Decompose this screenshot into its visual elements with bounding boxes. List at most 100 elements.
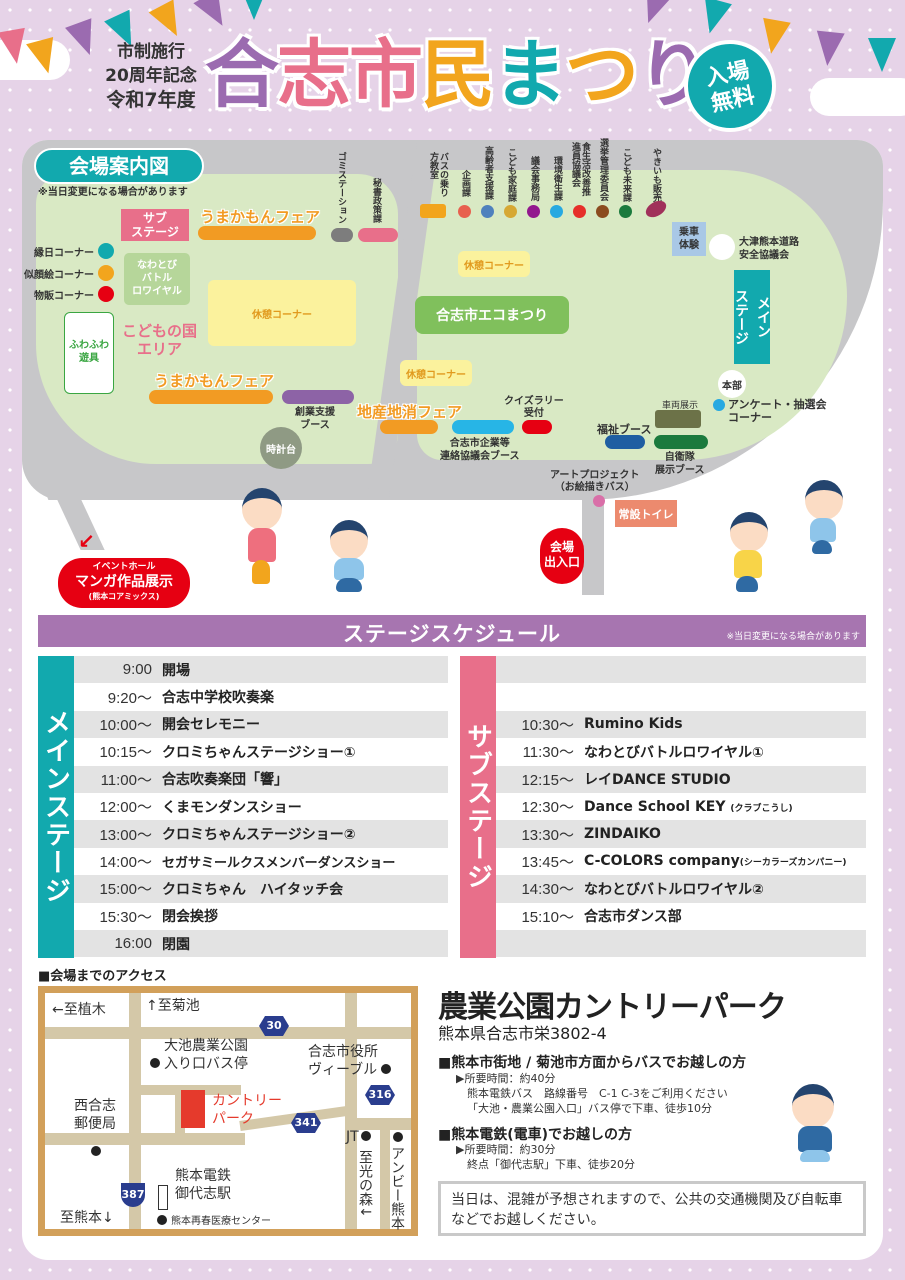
bus-icon — [420, 204, 446, 218]
table-row — [496, 929, 866, 958]
bus-stop-dot — [150, 1058, 160, 1068]
table-row: 14:00～セガサミールクスメンバーダンスショー — [74, 848, 448, 875]
entrance-marker: 会場 出入口 — [540, 528, 584, 584]
kid-illustration — [798, 1126, 832, 1152]
kid-illustration — [805, 480, 843, 520]
booth-dot — [619, 205, 632, 218]
table-row: 10:00～開会セレモニー — [74, 710, 448, 739]
hisho-marker — [358, 228, 398, 242]
title-char: 合 — [205, 32, 279, 118]
ambi-dot — [393, 1132, 403, 1142]
to-ueki-label: ←至植木 — [52, 1002, 106, 1018]
kid-illustration — [242, 488, 282, 530]
row-event: 閉園 — [162, 936, 190, 953]
map-title: 会場案内図 — [34, 148, 204, 184]
label-line: マンガ作品展示 — [75, 574, 173, 590]
kid-illustration — [810, 518, 836, 542]
booth-label: こども家庭課 — [506, 148, 516, 202]
bunting-flag — [813, 30, 845, 68]
bunting-flag — [868, 38, 896, 72]
label-line: なわとび — [137, 260, 177, 271]
road — [380, 1118, 390, 1229]
station-label: 熊本電鉄 御代志駅 — [175, 1167, 231, 1203]
bus-class-label: バスの乗り方教室 — [428, 152, 448, 197]
art-project-label: アートプロジェクト （お絵描きバス） — [550, 470, 639, 494]
label-line: クイズラリー — [504, 396, 564, 407]
label-line: コーナー — [728, 411, 772, 424]
route-line: 熊本電鉄バス 路線番号 C-1 C-3をご利用ください — [467, 1087, 728, 1100]
booth-label: こども未来課 — [621, 148, 631, 202]
label-text: JT — [346, 1129, 359, 1145]
hospital-dot — [157, 1215, 167, 1225]
nawatobi-area: なわとび バトル ロワイヤル — [124, 253, 190, 305]
military-vehicle-icon — [655, 410, 701, 428]
sdf-booth-bar — [654, 435, 708, 449]
row-time: 12:00～ — [99, 799, 152, 817]
gomi-station-label: ゴミステーション — [336, 152, 346, 224]
schedule-note: ※当日変更になる場合があります — [726, 632, 860, 642]
row-time: 12:30～ — [521, 799, 574, 817]
legend-ennichi: 縁日コーナー — [34, 243, 114, 259]
access-title: ■会場までのアクセス — [38, 969, 167, 984]
bunting-flag — [757, 17, 791, 57]
table-row — [496, 656, 866, 684]
table-row: 12:15～レイDANCE STUDIO — [496, 765, 866, 793]
welfare-booth-label: 福祉ブース — [597, 423, 652, 436]
row-event: Rumino Kids — [584, 716, 683, 733]
booth-label: やきいも販売 — [651, 148, 661, 202]
row-event: クロミちゃんステージショー② — [162, 827, 356, 844]
otsu-marker — [709, 234, 735, 260]
rest-corner-bottom: 休憩コーナー — [400, 360, 472, 386]
label-line: パーク — [212, 1111, 254, 1127]
country-park-label: カントリー パーク — [212, 1092, 282, 1128]
label-text: 入り口バス停 — [164, 1056, 248, 1072]
cloud-decoration — [810, 78, 905, 116]
route-line: 終点「御代志駅」下車、徒歩20分 — [467, 1158, 635, 1171]
row-time: 12:15～ — [521, 771, 574, 789]
label-line: ステージ — [131, 225, 179, 239]
eco-festival-label: 合志市エコまつり — [436, 308, 548, 324]
booth-dot — [573, 205, 586, 218]
subtitle-line: 市制施行 — [117, 42, 185, 62]
label-line: メイン — [755, 296, 771, 338]
umakamon-fair-bar-top — [198, 226, 316, 240]
map-note: ※当日変更になる場合があります — [38, 187, 188, 198]
city-hall-dot — [381, 1064, 392, 1074]
row-event: 合志吹奏楽団「響」 — [162, 772, 288, 789]
kid-illustration — [736, 576, 758, 592]
table-row: 14:30～なわとびバトルロワイヤル② — [496, 875, 866, 903]
sub-stage-marker: サブ ステージ — [121, 209, 189, 241]
schedule-header: ステージスケジュール ※当日変更になる場合があります — [38, 615, 866, 647]
sub-stage-rows: 10:30～Rumino Kids 11:30～なわとびバトルロワイヤル① 12… — [496, 656, 866, 958]
label-line: 合志市役所 — [308, 1044, 378, 1060]
legend-dot — [98, 265, 114, 281]
booth-label: 企画課 — [460, 170, 470, 197]
label-line: 創業支援 — [295, 407, 335, 418]
row-time: 10:00～ — [99, 716, 152, 734]
fuwafuwa-area: ふわふわ 遊具 — [64, 312, 114, 394]
row-event: Dance School KEY (クラブこうし) — [584, 799, 793, 815]
road — [129, 993, 141, 1229]
legend-label: 物販コーナー — [34, 290, 94, 302]
event-hall-marker: イベントホール マンガ作品展示 (熊本コアミックス) — [58, 558, 190, 608]
to-kumamoto-label: 至熊本↓ — [60, 1210, 114, 1226]
vehicle-display-label: 車両展示 — [662, 401, 699, 411]
survey-dot — [713, 399, 725, 411]
kid-illustration — [334, 558, 364, 580]
nishigoshi-label: 西合志 郵便局 — [74, 1097, 116, 1133]
jt-dot — [360, 1131, 371, 1141]
route-line: ▶所要時間：約30分 — [456, 1143, 556, 1156]
toilet-marker: 常設トイレ — [615, 500, 677, 527]
label-line: アンケート・抽選会 — [728, 398, 827, 411]
main-stage-marker: メイン ステージ — [733, 270, 771, 364]
kigyou-bar — [452, 420, 514, 434]
booth-dot — [550, 205, 563, 218]
table-row: 11:00～合志吹奏楽団「響」 — [74, 765, 448, 793]
table-row: 15:30～閉会挨拶 — [74, 903, 448, 930]
row-event: なわとびバトルロワイヤル① — [584, 744, 764, 761]
label-line: カントリー — [212, 1093, 282, 1109]
umakamon-fair-bar-bottom — [149, 390, 273, 404]
bunting-flag — [240, 0, 268, 20]
